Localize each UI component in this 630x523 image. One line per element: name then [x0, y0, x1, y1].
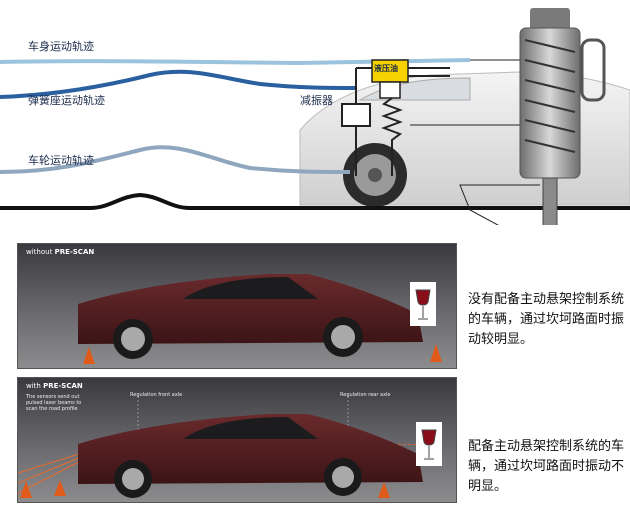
shock-top [530, 8, 570, 30]
wine-glass-icon [415, 289, 431, 320]
front-axle-note: Regulation front axle [130, 392, 183, 398]
spring-track-label: 弹簧座运动轨迹 [28, 94, 105, 107]
cone-icon [54, 480, 66, 496]
hydraulic-label: 液压油 [374, 63, 398, 73]
diagram-drawing [0, 8, 630, 256]
photo-with-drawing [18, 378, 456, 502]
shock-rod [542, 177, 558, 237]
spring [381, 97, 403, 176]
cone-icon [20, 481, 32, 498]
body-track-line [0, 58, 471, 66]
wheel-track-label: 车轮运动轨迹 [28, 154, 94, 167]
suspension-diagram: 车身运动轨迹 弹簧座运动轨迹 车轮运动轨迹 减振器 液压油 [0, 0, 630, 256]
body-track-label: 车身运动轨迹 [28, 40, 94, 53]
cone-icon [430, 344, 442, 362]
cone-icon [378, 482, 390, 498]
caption-without: 没有配备主动悬架控制系统的车辆，通过坎坷路面时振动较明显。 [468, 292, 625, 347]
caption-with: 配备主动悬架控制系统的车辆，通过坎坷路面时振动不明显。 [468, 439, 625, 494]
photo-without-drawing [18, 244, 456, 368]
road-line [0, 192, 630, 210]
photo-with-prescan: with PRE-SCAN The sensors send out pulse… [17, 377, 457, 503]
spring-track-line [0, 69, 356, 99]
damper-label: 减振器 [300, 94, 333, 107]
damper-box [341, 103, 371, 127]
panel-title: without PRE-SCAN [26, 248, 95, 256]
rear-axle-note: Regulation rear axle [340, 392, 391, 398]
sensor-note: The sensors send out pulsed laser beams … [26, 394, 82, 412]
cone-icon [83, 347, 95, 364]
photo-without-prescan: without PRE-SCAN [17, 243, 457, 369]
wheel-track-line [0, 145, 351, 174]
wine-glass-icon [421, 429, 437, 460]
panel-title: with PRE-SCAN [26, 382, 83, 390]
